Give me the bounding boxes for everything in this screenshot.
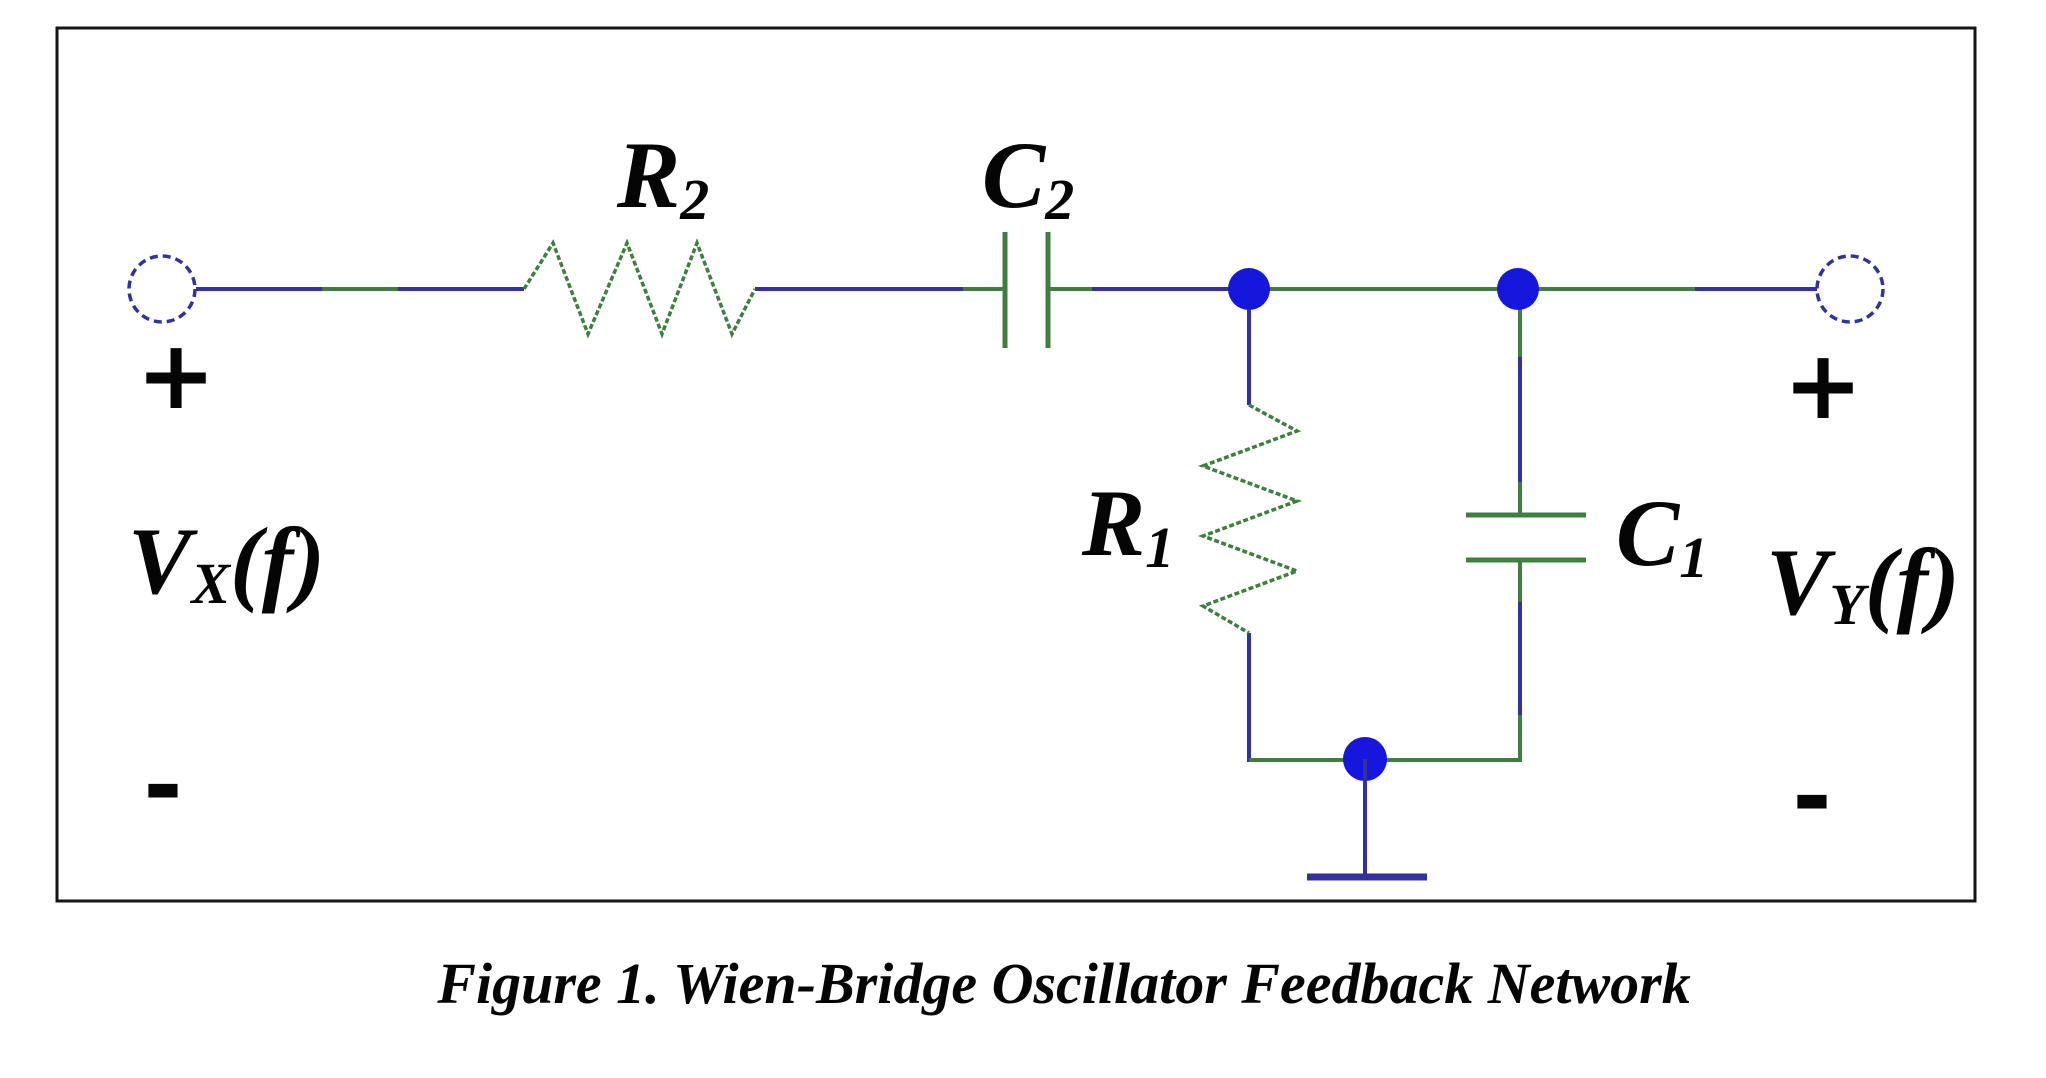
label-r2: R2 [616,122,709,232]
resistor-r1 [1197,403,1303,635]
label-c1: C1 [1616,480,1708,590]
ground-symbol [1307,759,1427,881]
open-circle-terminal-icon [127,254,197,324]
output-terminal [1815,254,1885,324]
label-vx: VX(f) [128,508,325,616]
junction-dots [1228,268,1539,781]
input-minus-sign: - [143,731,182,841]
wires [196,287,1817,874]
wire-blue-segments [196,287,1817,874]
wire-green-segments [322,287,1695,762]
figure-caption: Figure 1. Wien-Bridge Oscillator Feedbac… [436,951,1690,1016]
capacitor-c2 [1002,232,1051,348]
capacitor-c1 [1466,512,1586,563]
input-terminal [127,254,197,324]
resistor-zigzag-icon [522,238,757,339]
label-vy: VY(f) [1766,529,1960,637]
output-minus-sign: - [1792,742,1831,852]
node-dot-icon [1228,268,1270,310]
label-r1: R1 [1081,470,1174,580]
open-circle-terminal-icon [1815,254,1885,324]
capacitor-plates-icon [1002,232,1051,348]
label-c2: C2 [982,122,1074,232]
node-dot-icon [1497,268,1539,310]
output-plus-sign: + [1783,331,1863,441]
diagram-border [55,26,1977,903]
input-plus-sign: + [136,321,216,431]
capacitor-plates-icon [1466,512,1586,563]
resistor-r2 [522,238,757,339]
resistor-zigzag-icon [1197,403,1303,635]
